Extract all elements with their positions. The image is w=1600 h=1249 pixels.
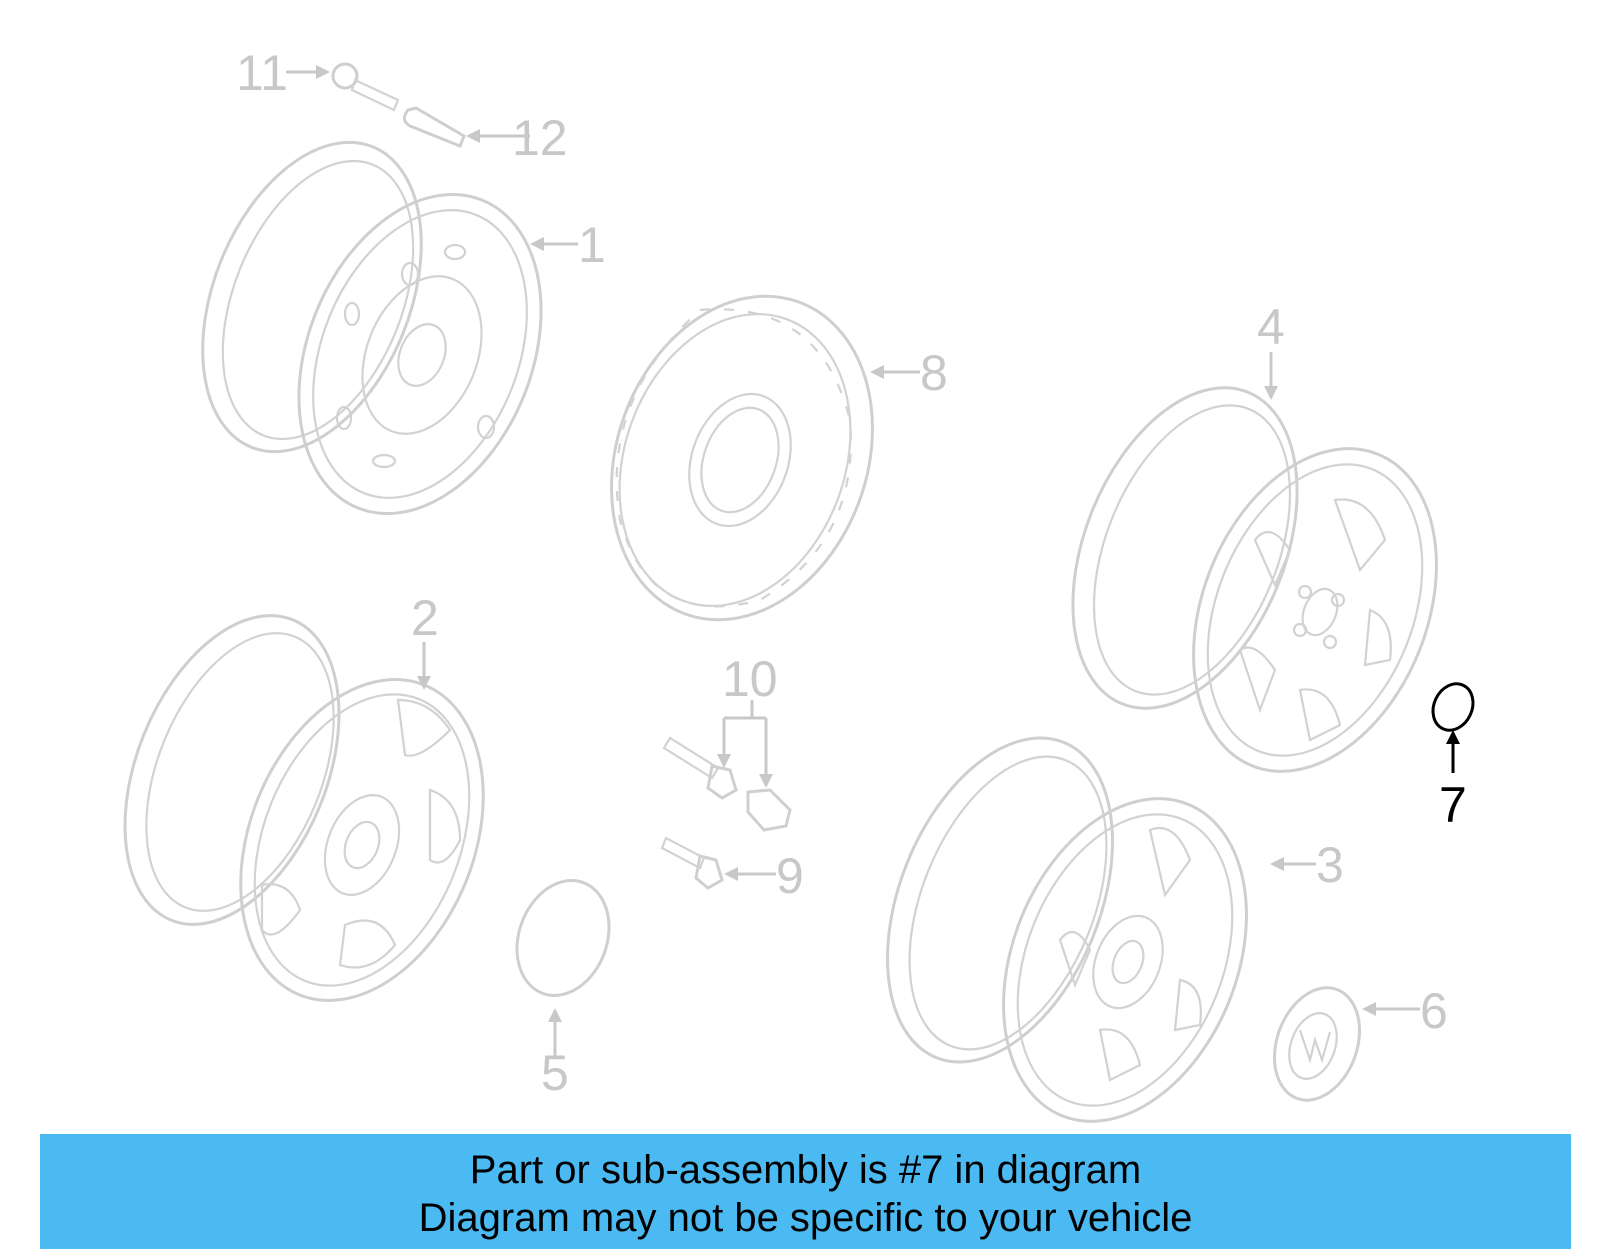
callout-label-5: 5 xyxy=(541,1045,569,1101)
callout-label-2: 2 xyxy=(411,590,439,646)
callout-2: 2 xyxy=(411,590,439,690)
part-10-locking-bolt-set[interactable] xyxy=(662,736,792,832)
callout-label-3: 3 xyxy=(1316,837,1344,893)
part-6-vw-center-cap[interactable] xyxy=(1260,976,1375,1112)
callout-label-11: 11 xyxy=(236,45,288,101)
callout-label-12: 12 xyxy=(512,110,568,166)
part-4-alloy-wheel[interactable] xyxy=(1029,355,1481,808)
part-9-wheel-bolt[interactable] xyxy=(660,836,724,890)
callout-label-9: 9 xyxy=(776,848,804,904)
callout-10: 10 xyxy=(717,651,778,788)
callout-7-highlighted: 7 xyxy=(1439,730,1467,833)
callout-label-1: 1 xyxy=(578,217,606,273)
callout-12: 12 xyxy=(466,110,568,166)
part-11-valve-stem[interactable] xyxy=(331,62,400,112)
part-12-valve-cap[interactable] xyxy=(403,106,466,148)
callout-label-7: 7 xyxy=(1439,777,1467,833)
info-banner: Part or sub-assembly is #7 in diagram Di… xyxy=(40,1134,1571,1249)
callout-label-8: 8 xyxy=(920,345,948,401)
callout-11: 11 xyxy=(236,45,330,101)
part-8-wheel-cover[interactable] xyxy=(568,259,916,656)
callout-8: 8 xyxy=(870,345,948,401)
callout-4: 4 xyxy=(1257,299,1285,400)
callout-label-10: 10 xyxy=(722,651,778,707)
part-5-center-cap[interactable] xyxy=(501,868,624,1009)
banner-line-part-number: Part or sub-assembly is #7 in diagram xyxy=(469,1148,1142,1192)
callout-label-4: 4 xyxy=(1257,299,1285,355)
callout-3: 3 xyxy=(1270,837,1344,893)
callout-label-6: 6 xyxy=(1420,983,1448,1039)
callout-6: 6 xyxy=(1362,983,1448,1039)
part-7-seal-ring[interactable] xyxy=(1426,677,1481,737)
banner-line-disclaimer: Diagram may not be specific to your vehi… xyxy=(418,1196,1193,1240)
part-3-alloy-wheel[interactable] xyxy=(844,705,1292,1158)
part-1-steel-wheel[interactable] xyxy=(160,110,586,550)
part-2-alloy-wheel[interactable] xyxy=(83,584,528,1037)
callout-5: 5 xyxy=(541,1008,569,1101)
callout-1: 1 xyxy=(530,217,606,273)
callout-9: 9 xyxy=(724,848,804,904)
